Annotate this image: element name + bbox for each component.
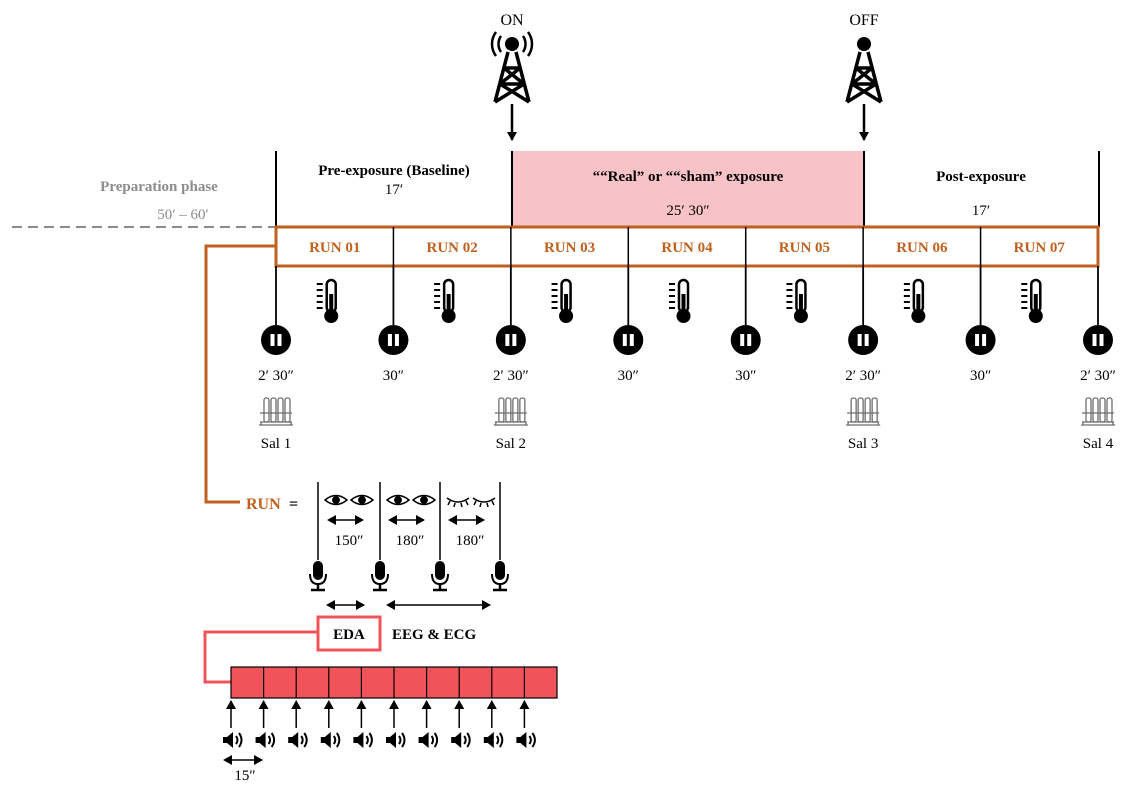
thermometer-icon [432, 278, 457, 325]
saliva-label: Sal 3 [848, 436, 878, 452]
break-duration: 30″ [383, 368, 404, 384]
speaker-icon [287, 731, 308, 749]
open-eye-icon [350, 494, 374, 506]
speaker-icon [254, 731, 276, 749]
break-duration: 2′ 30″ [1080, 368, 1116, 384]
test-tube-rack-icon [493, 397, 529, 426]
microphone-icon [369, 559, 390, 592]
segment-duration: 180″ [396, 533, 425, 549]
phase-duration-pre: 17′ [385, 182, 403, 198]
run-label: RUN 03 [544, 240, 595, 256]
run-dividers [392, 227, 982, 266]
break-duration: 30″ [618, 368, 639, 384]
eeg-ecg-label: EEG & ECG [392, 627, 477, 643]
saliva-label: Sal 2 [496, 436, 526, 452]
thermometer-icon [785, 278, 810, 325]
break-duration: 2′ 30″ [493, 368, 529, 384]
saliva-label: Sal 1 [261, 436, 291, 452]
microphone-icon [489, 559, 510, 592]
phase-title-post: Post-exposure [936, 169, 1026, 185]
test-tube-rack-icon [845, 397, 881, 426]
closed-eye-icon [472, 497, 496, 508]
eda-connector [203, 630, 318, 684]
test-tube-rack-icon [258, 397, 294, 426]
open-eye-icon [412, 494, 436, 506]
pause-icon [965, 325, 996, 355]
break-stations: 2′ 30″ 30″ 2′ 30″ 30″ 30″ 2′ 30″ 30″ 2′ 30″ [258, 266, 1116, 384]
speaker-icon [417, 731, 439, 749]
preparation-title: Preparation phase [100, 179, 218, 195]
run-label: RUN 06 [896, 240, 948, 256]
pause-icon [848, 325, 879, 355]
stimulus-interval-label: 15″ [234, 768, 255, 784]
tower-on-label: ON [500, 12, 524, 29]
run-label: RUN 05 [779, 240, 830, 256]
run-label: RUN 02 [427, 240, 478, 256]
run-label: RUN 01 [309, 240, 360, 256]
saliva-label: Sal 4 [1083, 436, 1114, 452]
open-eye-icon [324, 494, 348, 506]
test-tube-rack-icon [1080, 397, 1116, 426]
phase-duration-post: 17′ [972, 203, 990, 219]
speaker-icon [319, 731, 341, 749]
exposure-region [512, 151, 864, 227]
run-labels: RUN 01 RUN 02 RUN 03 RUN 04 RUN 05 RUN 06 RUN … [309, 240, 1065, 256]
pause-icon [495, 325, 526, 355]
open-eye-icon [386, 494, 410, 506]
speaker-icon [482, 731, 504, 749]
break-duration: 2′ 30″ [258, 368, 294, 384]
segment-duration: 150″ [335, 533, 364, 549]
run-detail-equals: = [289, 496, 298, 513]
break-duration: 2′ 30″ [845, 368, 881, 384]
pause-icon [378, 325, 409, 355]
eda-label: EDA [333, 627, 365, 643]
segment-duration: 180″ [456, 533, 485, 549]
thermometer-icon [902, 278, 927, 325]
run-label: RUN 07 [1014, 240, 1066, 256]
break-duration: 30″ [735, 368, 756, 384]
speaker-icon [450, 731, 471, 749]
eda-box [316, 615, 382, 652]
microphone-icon [307, 559, 328, 592]
run-detail-bracket [204, 244, 276, 504]
run-label: RUN 04 [661, 240, 713, 256]
thermometer-icon [315, 278, 340, 325]
saliva-samples: Sal 1 Sal 2 Sal 3 Sal 4 [258, 397, 1116, 452]
speaker-icon [352, 731, 373, 749]
stimulus-train [222, 666, 558, 749]
speaker-icon [385, 731, 406, 749]
phase-title-pre: Pre-exposure (Baseline) [318, 163, 470, 179]
phase-title-exposure: ““Real” or ““sham” exposure [593, 169, 784, 185]
thermometer-icon [550, 278, 575, 325]
radio-tower-on-icon [490, 30, 534, 104]
run-detail-label: RUN [246, 496, 281, 513]
closed-eye-icon [446, 497, 470, 508]
radio-tower-off-icon [845, 35, 883, 104]
pause-icon [613, 325, 644, 355]
pause-icon [261, 325, 291, 355]
temperature-measurements [315, 278, 1045, 325]
preparation-duration: 50′ – 60′ [157, 207, 209, 223]
speaker-icon [222, 731, 243, 749]
speaker-icon [515, 731, 536, 749]
pause-icon [730, 325, 761, 355]
phase-duration-exposure: 25′ 30″ [666, 203, 709, 219]
tower-off-label: OFF [849, 12, 878, 29]
pause-icon [1083, 325, 1113, 355]
microphone-icon [429, 559, 450, 592]
break-duration: 30″ [970, 368, 991, 384]
thermometer-icon [1020, 278, 1045, 325]
thermometer-icon [667, 278, 692, 325]
